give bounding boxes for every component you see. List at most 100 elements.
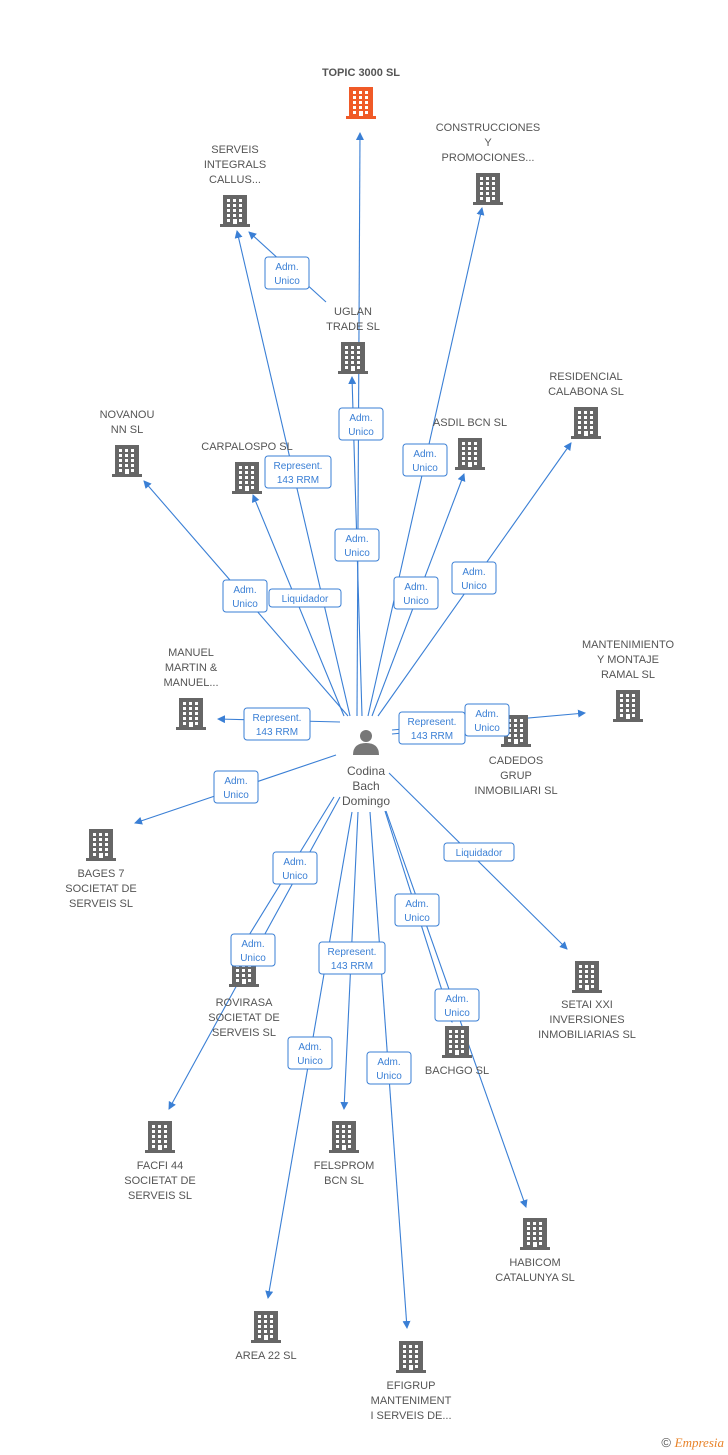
edge-label-manuel[interactable]: Represent.143 RRM bbox=[243, 707, 311, 741]
edge-label-line: Unico bbox=[274, 276, 300, 287]
company-name-efigrup-line: I SERVEIS DE... bbox=[370, 1410, 451, 1422]
edge-label-setai[interactable]: Liquidador bbox=[443, 842, 515, 862]
company-name-rovirasa-line: SERVEIS SL bbox=[212, 1027, 276, 1039]
edge-label-habicom[interactable]: Adm.Unico bbox=[434, 988, 480, 1022]
building-icon[interactable] bbox=[145, 1121, 175, 1153]
edge-label-topic[interactable]: Adm.Unico bbox=[334, 528, 380, 562]
company-name-mantenimiento-line: RAMAL SL bbox=[601, 669, 655, 681]
edge-label-line: Unico bbox=[223, 790, 249, 801]
company-name-novanou-line: NOVANOU bbox=[100, 409, 155, 421]
edge-label-text: Adm.Unico bbox=[348, 413, 374, 438]
building-icon[interactable] bbox=[251, 1311, 281, 1343]
edge-label-construcciones[interactable]: Adm.Unico bbox=[402, 443, 448, 477]
edge-label-line: Adm. bbox=[298, 1042, 321, 1053]
building-icon[interactable] bbox=[112, 445, 142, 477]
edge-label-bachgo[interactable]: Adm.Unico bbox=[394, 893, 440, 927]
edge-label-box bbox=[268, 588, 342, 608]
edge-label-carpalospo[interactable]: Liquidador bbox=[268, 588, 342, 608]
building-icon[interactable] bbox=[396, 1341, 426, 1373]
edge-label-text: Represent.143 RRM bbox=[408, 717, 457, 742]
edge-label-text: Adm.Unico bbox=[297, 1042, 323, 1067]
building-icon[interactable] bbox=[613, 690, 643, 722]
building-icon[interactable] bbox=[572, 961, 602, 993]
edge-label-bages[interactable]: Adm.Unico bbox=[213, 770, 259, 804]
edge-label-efigrup[interactable]: Adm.Unico bbox=[366, 1051, 412, 1085]
company-name-serveis_integrals-line: CALLUS... bbox=[209, 174, 261, 186]
company-name-area22-line: AREA 22 SL bbox=[235, 1350, 296, 1362]
edge-label-uglan[interactable]: Adm.Unico bbox=[338, 407, 384, 441]
building-icon[interactable] bbox=[346, 87, 376, 119]
edge-label-text: Adm.Unico bbox=[274, 262, 300, 287]
company-name-carpalospo: CARPALOSPO SL bbox=[201, 441, 293, 453]
edge-label-serveis_integrals[interactable]: Adm.Unico bbox=[264, 256, 310, 290]
building-icon[interactable] bbox=[232, 462, 262, 494]
company-node-bachgo[interactable]: BACHGO SL bbox=[425, 1026, 489, 1077]
building-icon[interactable] bbox=[455, 438, 485, 470]
edge-label-area22[interactable]: Adm.Unico bbox=[287, 1036, 333, 1070]
building-icon[interactable] bbox=[473, 173, 503, 205]
edge-label-facfi[interactable]: Adm.Unico bbox=[230, 933, 276, 967]
edge-label-felsprom[interactable]: Represent.143 RRM bbox=[318, 941, 386, 975]
edge-label-text: Adm.Unico bbox=[403, 582, 429, 607]
edge-label-box bbox=[213, 770, 259, 804]
edge-label-box bbox=[393, 576, 439, 610]
edge-label-serveis_integrals[interactable]: Represent.143 RRM bbox=[264, 455, 332, 489]
building-icon[interactable] bbox=[571, 407, 601, 439]
edge-label-line: Unico bbox=[461, 581, 487, 592]
building-icon[interactable] bbox=[520, 1218, 550, 1250]
company-node-area22[interactable]: AREA 22 SL bbox=[235, 1311, 297, 1362]
company-name-bages-line: BAGES 7 bbox=[77, 868, 124, 880]
company-node-asdil[interactable]: ASDIL BCN SL bbox=[433, 417, 507, 470]
building-icon[interactable] bbox=[442, 1026, 472, 1058]
edge-label-line: Liquidador bbox=[456, 848, 503, 859]
edge-label-rovirasa[interactable]: Adm.Unico bbox=[272, 851, 318, 885]
company-name-cadedos-line: CADEDOS bbox=[489, 755, 543, 767]
edge-label-novanou[interactable]: Adm.Unico bbox=[222, 579, 268, 613]
company-node-topic[interactable]: TOPIC 3000 SL bbox=[322, 67, 400, 119]
company-name-setai-line: INVERSIONES bbox=[549, 1014, 624, 1026]
edge-label-line: Adm. bbox=[377, 1057, 400, 1068]
edge-label-line: Represent. bbox=[408, 717, 457, 728]
edge-label-box bbox=[264, 256, 310, 290]
building-icon[interactable] bbox=[338, 342, 368, 374]
edge-label-residencial[interactable]: Adm.Unico bbox=[451, 561, 497, 595]
building-icon[interactable] bbox=[329, 1121, 359, 1153]
edge-label-line: 143 RRM bbox=[256, 727, 298, 738]
building-icon[interactable] bbox=[220, 195, 250, 227]
edge-label-line: Unico bbox=[344, 548, 370, 559]
brand-logo-text[interactable]: Empresia bbox=[674, 1435, 724, 1450]
company-name-manuel-line: MANUEL... bbox=[163, 677, 218, 689]
copyright-symbol: © bbox=[661, 1435, 672, 1450]
building-icon[interactable] bbox=[176, 698, 206, 730]
edge-label-line: Adm. bbox=[233, 585, 256, 596]
building-icon[interactable] bbox=[86, 829, 116, 861]
edge-label-cadedos[interactable]: Represent.143 RRM bbox=[398, 711, 466, 745]
company-name-carpalospo-line: CARPALOSPO SL bbox=[201, 441, 293, 453]
company-name-residencial-line: RESIDENCIAL bbox=[549, 371, 622, 383]
company-node-carpalospo[interactable]: CARPALOSPO SL bbox=[201, 441, 293, 494]
edge-label-asdil[interactable]: Adm.Unico bbox=[393, 576, 439, 610]
company-name-facfi-line: SERVEIS SL bbox=[128, 1190, 192, 1202]
edge-label-mantenimiento[interactable]: Adm.Unico bbox=[464, 703, 510, 737]
